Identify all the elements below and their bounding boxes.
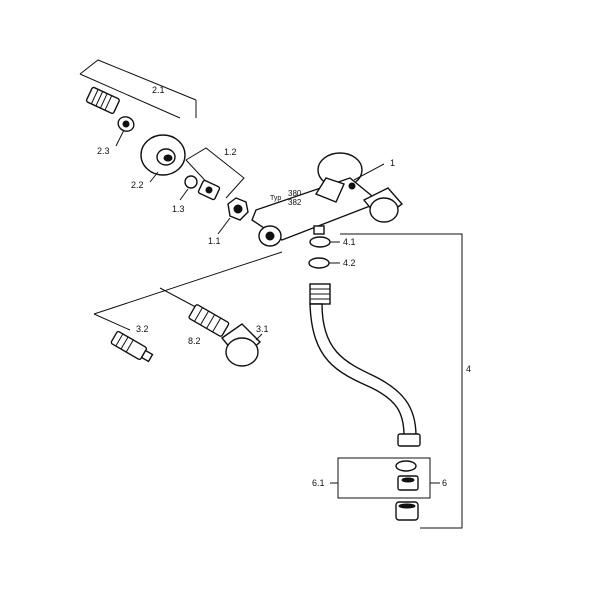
part-4-2-washer [308,257,340,269]
part-4-spout [309,283,421,447]
part-2-3-ring [115,116,135,147]
part-1-1-hex-connector [217,197,249,235]
callout-1-2: 1.2 [224,147,237,157]
callout-1-1: 1.1 [208,236,221,246]
callout-4: 4 [466,364,471,374]
bracket-4 [340,233,463,529]
part-1-3-oring [179,175,198,201]
callout-1: 1 [390,158,395,168]
callout-4-2: 4.2 [343,258,356,268]
callout-8-2: 8.2 [188,336,201,346]
part-6-aerator-cap [395,501,419,521]
callout-typ: Typ [270,195,281,202]
part-1-2-nut [197,179,221,201]
callout-typ-382: 382 [288,198,302,207]
part-8-2-cartridge [188,304,230,337]
callout-2-3: 2.3 [97,146,110,156]
part-2-1-nipple [85,86,120,115]
part-6-washer [395,460,417,472]
callout-3-1: 3.1 [256,324,269,334]
callout-1-3: 1.3 [172,204,185,214]
bracket-lower-group [93,251,283,331]
part-3-1-handle-knob [220,323,263,367]
callout-6-1: 6.1 [312,478,325,488]
callout-typ-380: 380 [288,189,302,198]
part-6-insert [397,475,419,491]
part-1-faucet-body [251,152,404,247]
bracket-6-1 [330,457,431,499]
callout-4-1: 4.1 [343,237,356,247]
callout-2-1: 2.1 [152,85,165,95]
bracket-2-1 [79,59,197,119]
part-4-1-washer [309,236,340,248]
part-2-2-rosette [140,134,186,183]
callout-2-2: 2.2 [131,180,144,190]
part-3-2-valve-stem [110,330,154,363]
callout-6: 6 [442,478,447,488]
callout-3-2: 3.2 [136,324,149,334]
